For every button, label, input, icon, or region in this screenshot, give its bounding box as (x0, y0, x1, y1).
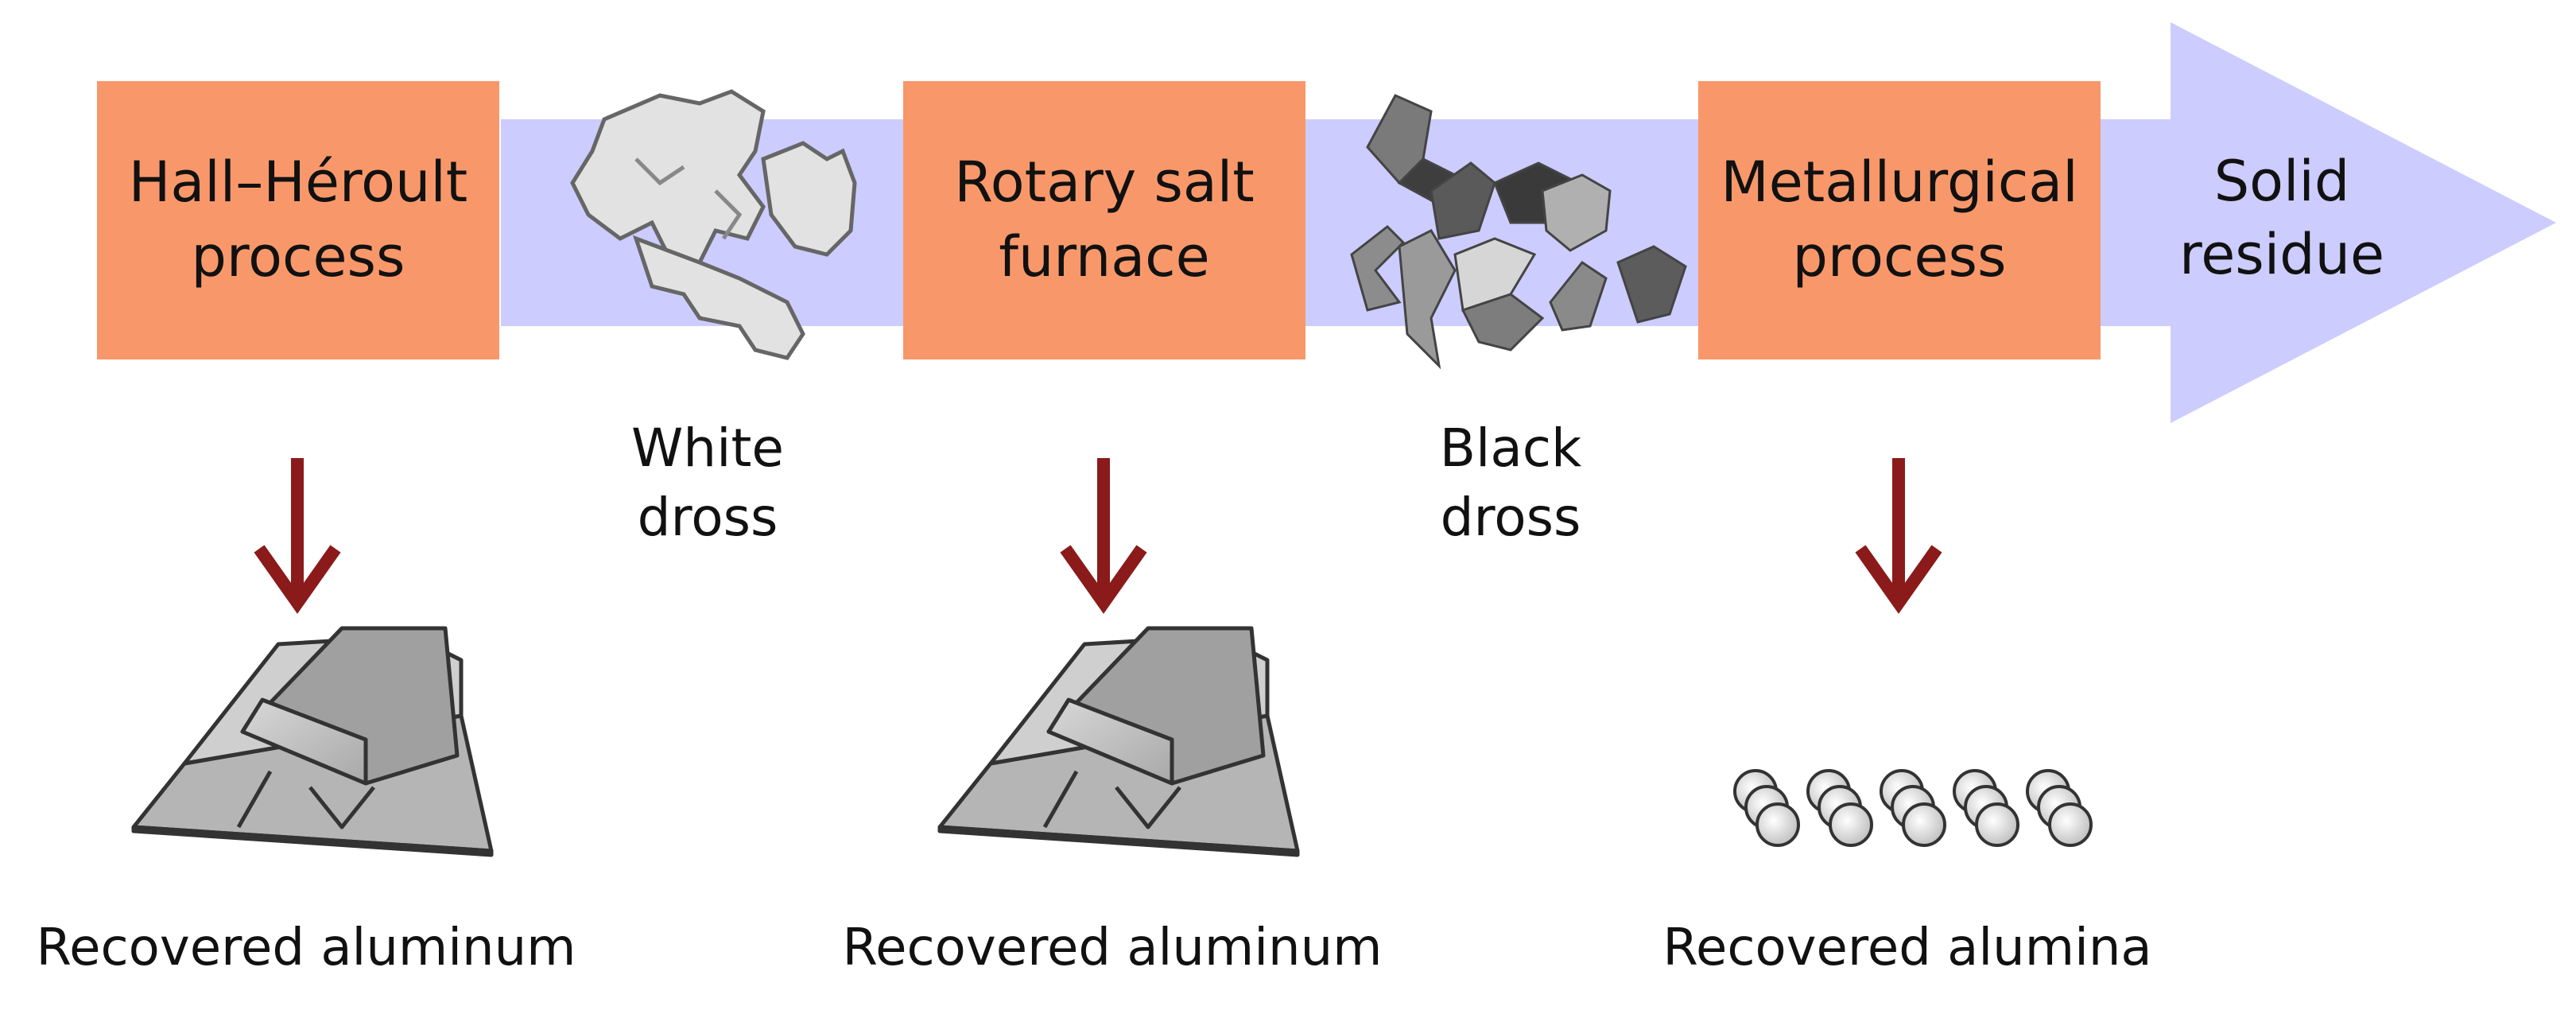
product-label-3: Recovered alumina (1662, 919, 2152, 977)
stage-label-metallurgical: Metallurgical process (1721, 150, 2078, 289)
down-arrow-1 (254, 458, 341, 614)
down-arrow-2 (1060, 458, 1147, 614)
aluminum-ingot-stack-icon-2 (937, 626, 1300, 857)
end-label-solid-residue: Solid residue (2178, 149, 2385, 288)
product-label-1: Recovered aluminum (36, 919, 576, 977)
aluminum-ingot-stack-icon-1 (131, 626, 494, 857)
stage-box-metallurgical (1698, 81, 2101, 359)
stage-box-rotary-furnace (903, 81, 1305, 359)
intermediate-label-black-dross: Black dross (1439, 418, 1582, 549)
alumina-pellets-icon (1733, 769, 2093, 847)
black-dross-pieces-icon (1350, 94, 1687, 370)
white-dross-flakes-icon (570, 89, 857, 360)
product-label-2: Recovered aluminum (842, 919, 1383, 977)
stage-label-rotary-furnace: Rotary salt furnace (954, 150, 1255, 289)
intermediate-label-white-dross: White dross (631, 418, 784, 549)
stage-box-hall-heroult (97, 81, 499, 359)
down-arrow-3 (1855, 458, 1942, 614)
stage-label-hall-heroult: Hall–Héroult process (128, 150, 468, 289)
